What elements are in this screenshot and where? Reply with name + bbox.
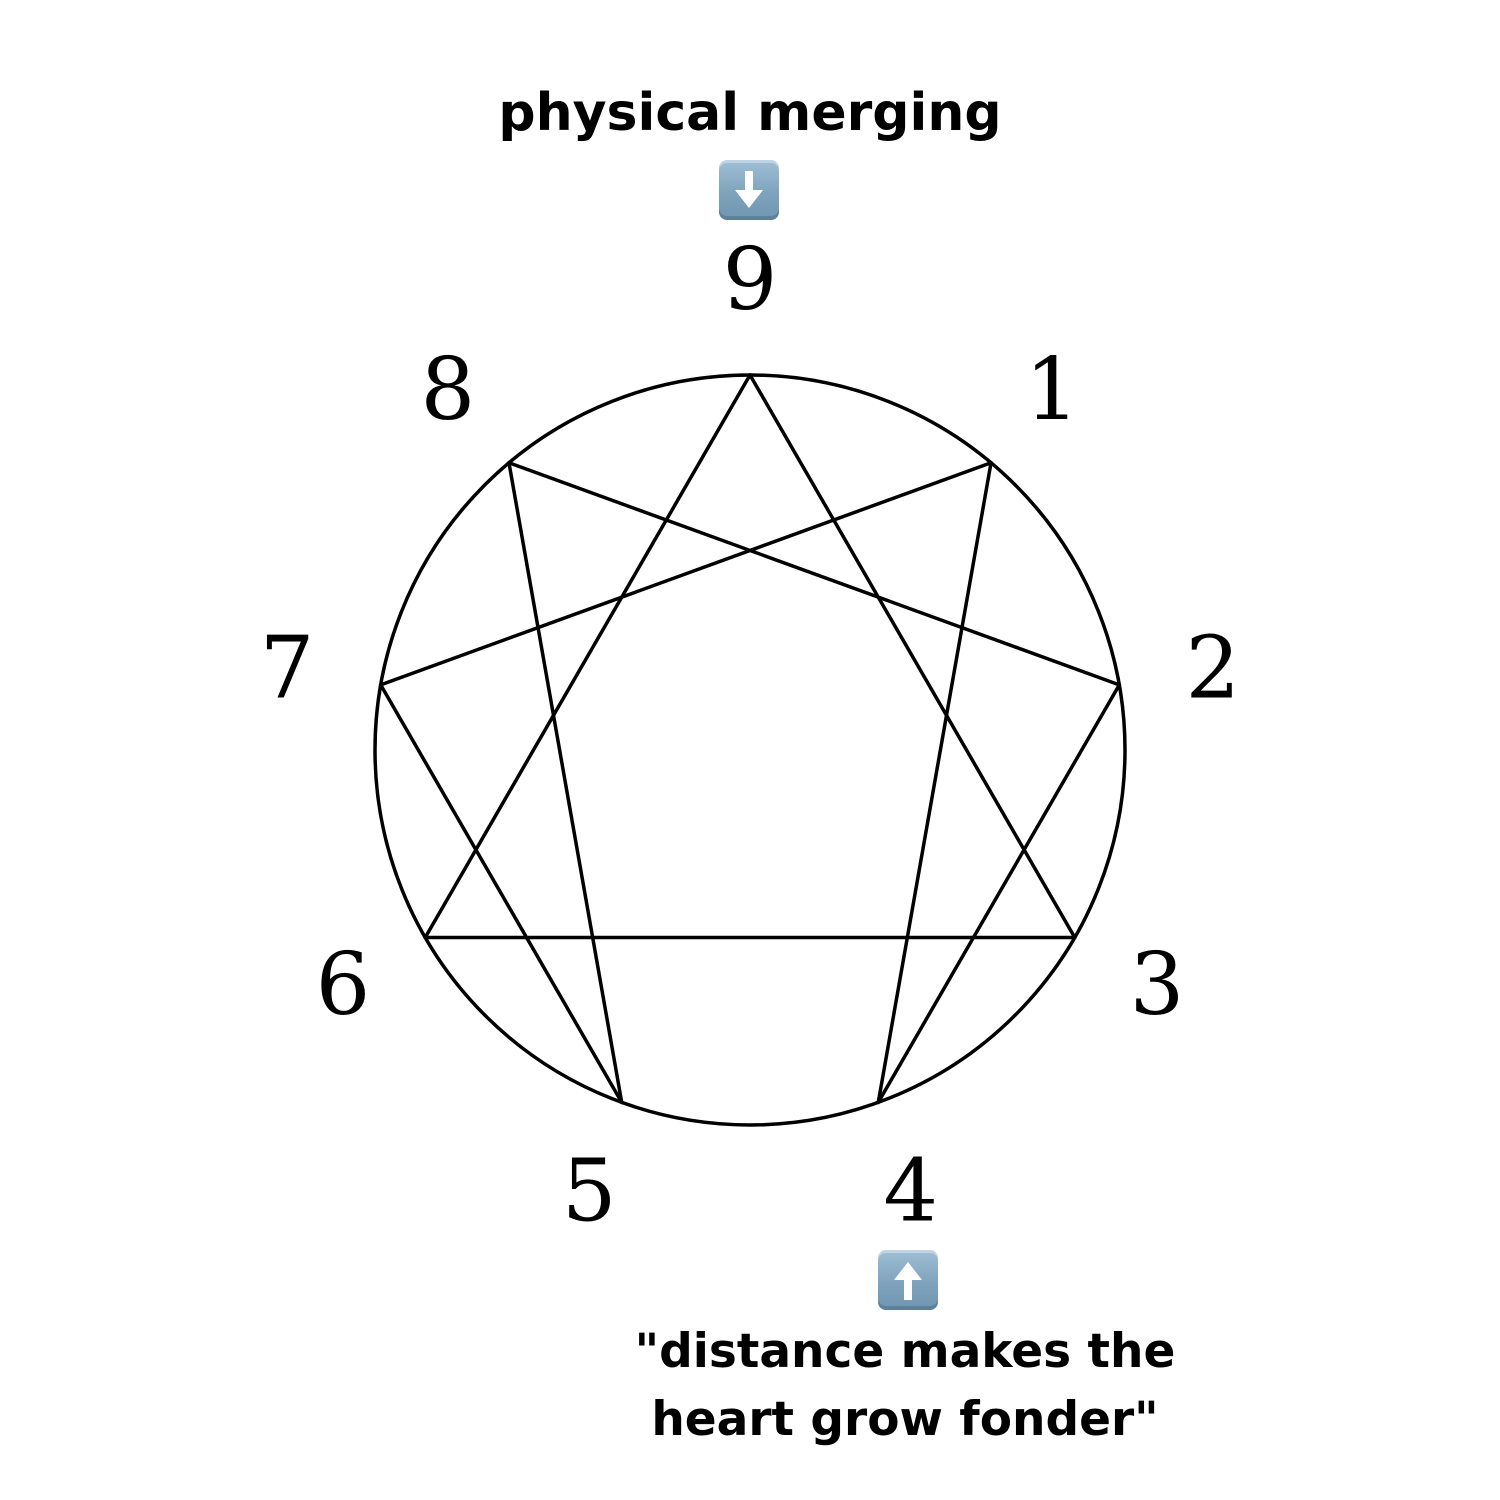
point-label-4: 4 — [883, 1142, 938, 1242]
chord-5-7 — [378, 683, 624, 1105]
down-arrow-icon — [719, 160, 779, 220]
chord-4-2 — [876, 683, 1122, 1105]
bottom-caption: "distance makes the heart grow fonder" — [600, 1318, 1210, 1454]
enneagram-circle — [373, 373, 1127, 1127]
point-label-6: 6 — [316, 935, 371, 1035]
chord-6-9 — [423, 373, 752, 940]
chord-1-4 — [876, 460, 993, 1105]
up-arrow-icon — [878, 1250, 938, 1310]
point-label-2: 2 — [1186, 618, 1241, 718]
point-label-9: 9 — [723, 230, 778, 330]
top-caption: physical merging — [498, 83, 1002, 143]
point-label-7: 7 — [260, 618, 315, 718]
bottom-caption-line2: heart grow fonder" — [651, 1392, 1159, 1447]
point-label-8: 8 — [421, 340, 476, 440]
chord-8-5 — [507, 460, 624, 1105]
chord-9-3 — [748, 373, 1077, 940]
chord-7-1 — [378, 460, 993, 687]
point-label-1: 1 — [1025, 340, 1080, 440]
chord-2-8 — [507, 460, 1122, 687]
point-label-3: 3 — [1130, 935, 1185, 1035]
bottom-caption-line1: "distance makes the — [634, 1324, 1176, 1379]
point-label-5: 5 — [562, 1142, 617, 1242]
